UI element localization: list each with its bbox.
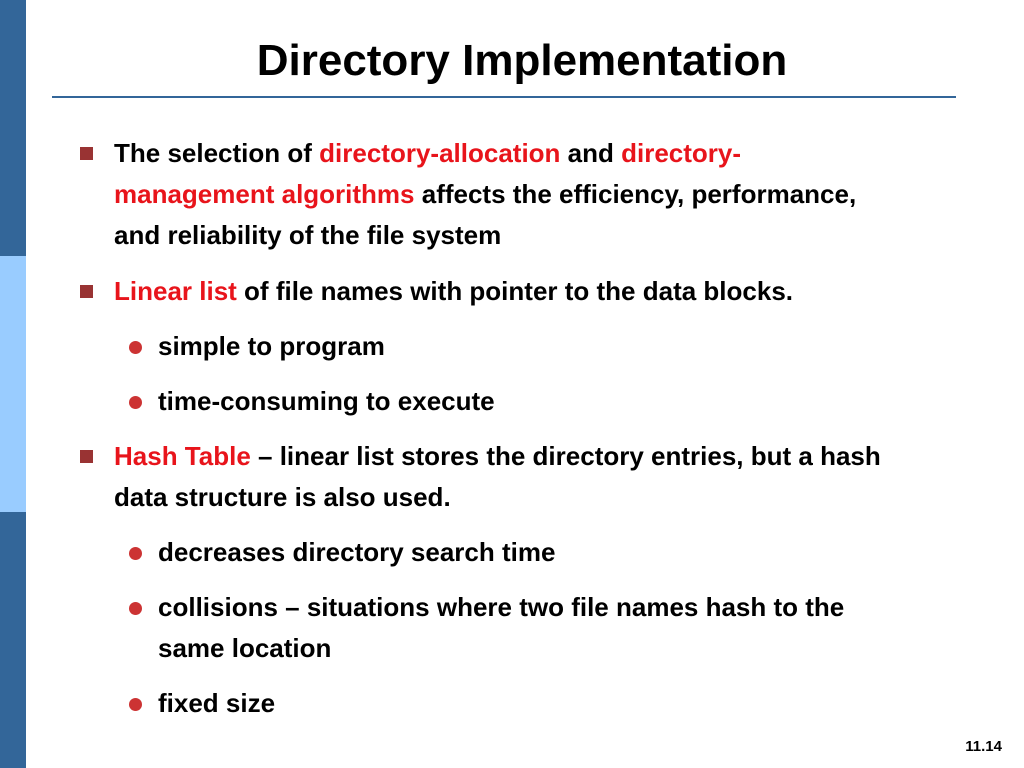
side-stripe-middle [0,256,26,512]
sub-bullet-fixed-size: fixed size [158,688,276,718]
title-underline [52,96,956,98]
text: The selection of [114,138,320,168]
bullet-1-line-1: The selection of directory-allocation an… [114,133,741,174]
side-stripe-top [0,0,26,256]
text: of file names with pointer to the data b… [236,276,794,306]
square-bullet-icon [80,285,93,298]
sub-bullet-decreases: decreases directory search time [158,537,556,567]
highlight-text: directory- [621,138,742,168]
slide-title: Directory Implementation [256,36,788,85]
highlight-text: Hash Table [114,441,251,471]
dot-bullet-icon [129,602,142,615]
sub-bullet-simple: simple to program [158,331,385,361]
dot-bullet-icon [129,547,142,560]
text: and [560,138,622,168]
square-bullet-icon [80,450,93,463]
text: – linear list stores the directory entri… [250,441,881,471]
sub-bullet-time-consuming: time-consuming to execute [158,386,495,416]
text: affects the efficiency, performance, [414,179,857,209]
bullet-2-line-1: Linear list of file names with pointer t… [114,271,793,312]
highlight-text: Linear list [114,276,237,306]
dot-bullet-icon [129,396,142,409]
dot-bullet-icon [129,698,142,711]
sub-bullet-collisions-line-1: collisions – situations where two file n… [158,592,845,622]
page-number: 11.14 [965,738,1002,755]
highlight-text: management algorithms [114,179,415,209]
square-bullet-icon [80,147,93,160]
side-stripe-bottom [0,512,26,768]
bullet-1-line-3: and reliability of the file system [114,220,502,250]
bullet-3-line-1: Hash Table – linear list stores the dire… [114,436,881,477]
highlight-text: directory-allocation [319,138,561,168]
bullet-1-line-2: management algorithms affects the effici… [114,174,856,215]
bullet-3-line-2: data structure is also used. [114,482,451,512]
sub-bullet-collisions-line-2: same location [158,633,332,663]
dot-bullet-icon [129,341,142,354]
